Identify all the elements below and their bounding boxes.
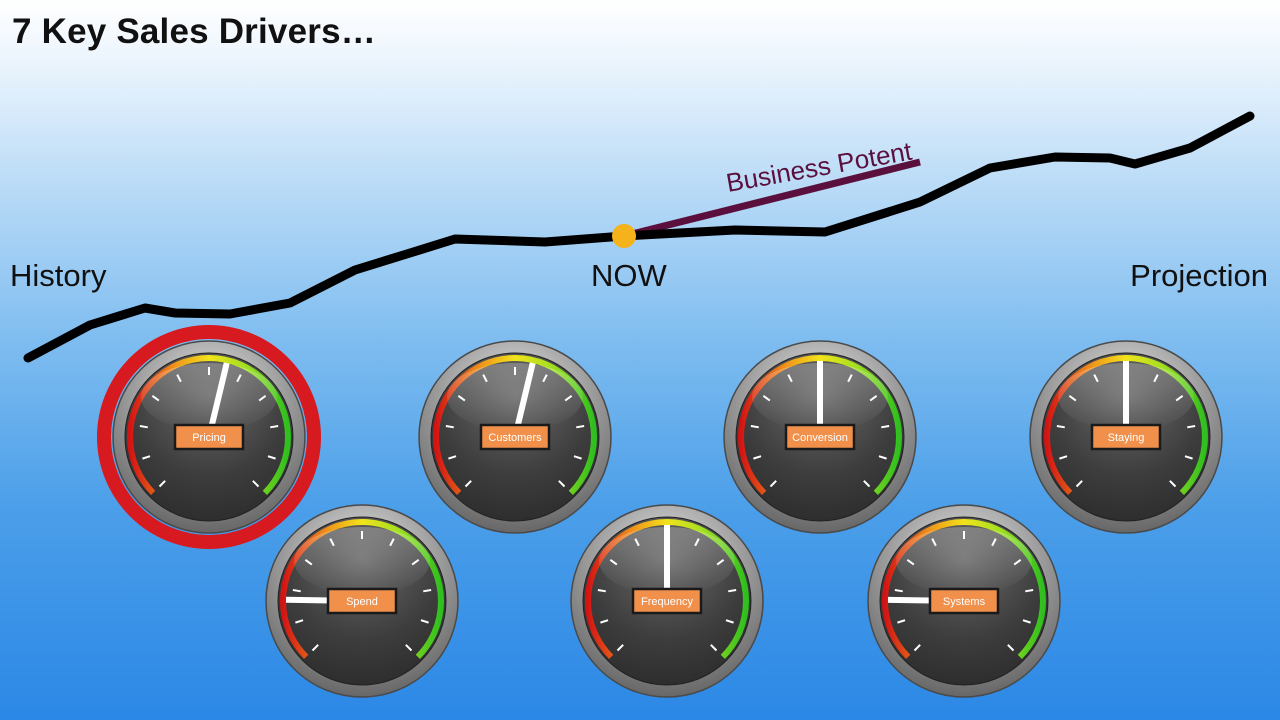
gauge-shine — [1058, 363, 1194, 431]
gauge-tick — [616, 644, 624, 652]
gauge-scale-arc — [127, 355, 291, 495]
now-marker-dot — [612, 224, 636, 248]
gauge-label-conversion: Conversion — [792, 432, 848, 444]
gauge-label-spend: Spend — [346, 596, 378, 608]
sales-trend-line — [23, 111, 1255, 363]
gauge-shine — [447, 363, 583, 431]
gauge-tick — [270, 425, 279, 429]
highlight-ring — [97, 325, 321, 549]
business-potential-line — [623, 158, 921, 240]
gauge-label-customers: Customers — [488, 432, 542, 444]
gauge-shine — [141, 363, 277, 431]
gauge-tick — [769, 480, 777, 488]
gauge-tick — [913, 644, 921, 652]
gauge-staying: Staying — [1029, 340, 1223, 534]
gauge-label-box — [173, 423, 245, 451]
gauge-tick — [1059, 455, 1068, 460]
gauge-label-box — [784, 423, 856, 451]
gauge-tick — [142, 455, 151, 460]
gauge-label-box — [928, 587, 1000, 615]
gauge-tick — [573, 455, 582, 460]
now-label: NOW — [591, 258, 667, 293]
gauge-scale-arc — [738, 355, 902, 495]
gauge-tick — [597, 589, 606, 593]
gauge-pricing: Pricing — [97, 325, 321, 549]
gauge-tick — [1187, 425, 1196, 429]
gauge-scale-arc — [433, 355, 597, 495]
gauge-tick — [894, 589, 903, 593]
gauge-shine — [599, 527, 735, 595]
gauge-frequency: Frequency — [570, 504, 764, 698]
gauge-tick — [753, 455, 762, 460]
gauge-shine — [752, 363, 888, 431]
gauge-tick — [600, 619, 609, 624]
gauge-tick — [405, 644, 413, 652]
gauge-tick — [445, 425, 454, 429]
gauge-tick — [420, 619, 429, 624]
gauge-tick — [158, 480, 166, 488]
gauge-tick — [295, 619, 304, 624]
gauge-scale-arc — [280, 519, 444, 659]
gauge-conversion: Conversion — [723, 340, 917, 534]
gauge-shine — [896, 527, 1032, 595]
history-label: History — [10, 258, 107, 293]
gauge-tick — [423, 589, 432, 593]
gauge-scale-arc — [1044, 355, 1208, 495]
gauge-customers: Customers — [418, 340, 612, 534]
gauge-label-staying: Staying — [1108, 432, 1145, 444]
gauge-tick — [292, 589, 301, 593]
gauge-tick — [1056, 425, 1065, 429]
gauge-tick — [1025, 589, 1034, 593]
gauge-shine — [294, 527, 430, 595]
gauge-tick — [881, 425, 890, 429]
gauge-tick — [1022, 619, 1031, 624]
gauge-tick — [1007, 644, 1015, 652]
gauge-tick — [139, 425, 148, 429]
gauge-label-box — [631, 587, 703, 615]
gauge-tick — [1169, 480, 1177, 488]
gauge-tick — [1075, 480, 1083, 488]
gauge-label-frequency: Frequency — [641, 596, 693, 608]
gauge-tick — [448, 455, 457, 460]
gauge-tick — [252, 480, 260, 488]
page-title: 7 Key Sales Drivers… — [12, 12, 376, 51]
gauge-scale-arc — [585, 519, 749, 659]
gauge-tick — [897, 619, 906, 624]
gauge-label-systems: Systems — [943, 596, 986, 608]
gauge-tick — [750, 425, 759, 429]
gauge-tick — [311, 644, 319, 652]
gauge-tick — [558, 480, 566, 488]
gauge-label-pricing: Pricing — [192, 432, 226, 444]
gauge-tick — [728, 589, 737, 593]
gauge-tick — [1184, 455, 1193, 460]
gauge-tick — [878, 455, 887, 460]
gauge-systems: Systems — [867, 504, 1061, 698]
gauge-label-box — [326, 587, 398, 615]
gauge-label-box — [479, 423, 551, 451]
gauge-tick — [576, 425, 585, 429]
projection-label: Projection — [1130, 258, 1268, 293]
gauge-tick — [710, 644, 718, 652]
gauge-tick — [464, 480, 472, 488]
gauge-tick — [267, 455, 276, 460]
gauge-tick — [863, 480, 871, 488]
gauge-scale-arc — [882, 519, 1046, 659]
gauge-tick — [725, 619, 734, 624]
gauge-label-box — [1090, 423, 1162, 451]
gauge-spend: Spend — [265, 504, 459, 698]
